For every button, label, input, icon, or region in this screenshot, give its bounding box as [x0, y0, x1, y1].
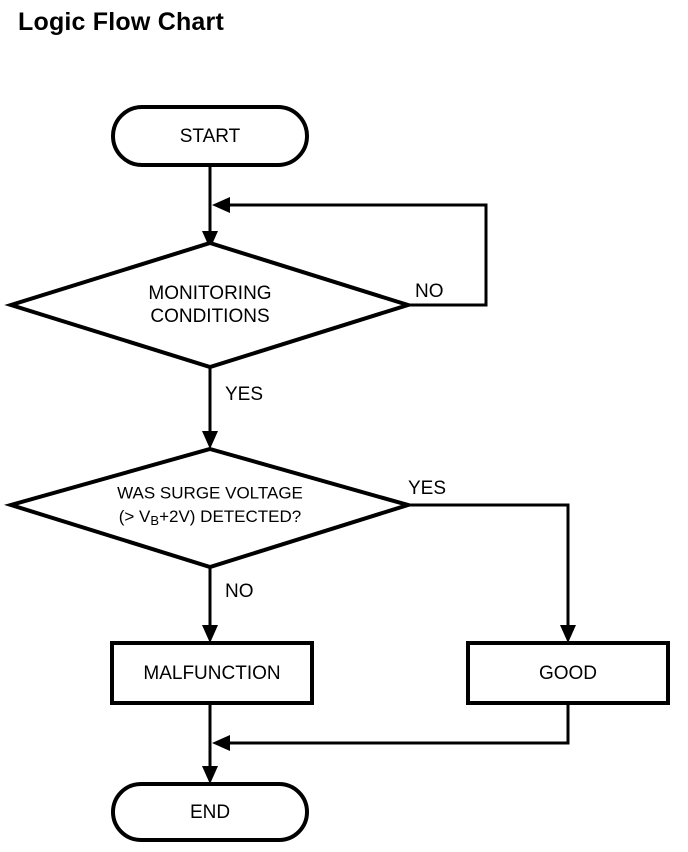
branch-label-monitoring-no: NO — [415, 281, 444, 302]
connector-malfunction-to-end — [202, 703, 218, 784]
node-decision-monitoring[interactable]: MONITORING CONDITIONS — [4, 240, 415, 370]
surge-label-subscript: B — [150, 513, 159, 528]
node-decision-surge-label-line1: WAS SURGE VOLTAGE — [117, 483, 303, 502]
node-good-label: GOOD — [539, 663, 597, 684]
node-decision-monitoring-label-line2: CONDITIONS — [150, 306, 269, 327]
connector-monitoring-yes-to-surge — [202, 367, 218, 449]
node-end-label: END — [190, 802, 230, 823]
node-malfunction[interactable]: MALFUNCTION — [110, 641, 314, 705]
node-decision-monitoring-label-line1: MONITORING — [148, 283, 271, 304]
node-start-label: START — [180, 126, 241, 147]
connector-surge-yes-to-good — [408, 503, 576, 643]
connector-good-to-merge — [212, 703, 570, 751]
connector-surge-no-to-malfunction — [202, 567, 218, 643]
surge-label-prefix: (> V — [119, 507, 151, 526]
branch-label-monitoring-yes: YES — [225, 384, 263, 405]
node-end[interactable]: END — [111, 782, 309, 842]
connector-monitoring-no-loopback — [212, 197, 488, 307]
node-start[interactable]: START — [111, 105, 309, 167]
node-decision-surge[interactable]: WAS SURGE VOLTAGE (> VB+2V) DETECTED? — [3, 446, 416, 570]
node-malfunction-label: MALFUNCTION — [143, 663, 280, 684]
branch-label-surge-yes: YES — [408, 478, 446, 499]
node-decision-surge-label-line2: (> VB+2V) DETECTED? — [119, 507, 302, 528]
surge-label-suffix: +2V) DETECTED? — [159, 507, 301, 526]
branch-label-surge-no: NO — [225, 581, 254, 602]
node-good[interactable]: GOOD — [466, 641, 670, 705]
connector-start-to-monitoring — [202, 166, 218, 249]
page-title: Logic Flow Chart — [18, 8, 224, 36]
